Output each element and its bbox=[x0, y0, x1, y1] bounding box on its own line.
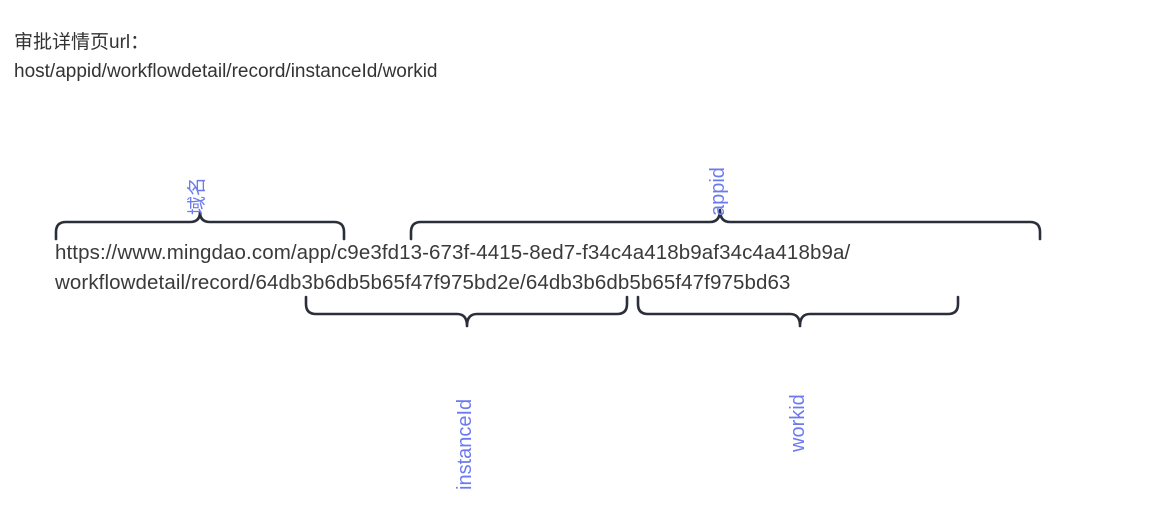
brace-domain bbox=[54, 210, 346, 241]
annotation-label-instance-id: instanceId bbox=[454, 398, 476, 490]
url-line-1: https://www.mingdao.com/app/c9e3fd13-673… bbox=[55, 241, 851, 264]
example-url: https://www.mingdao.com/app/c9e3fd13-673… bbox=[55, 238, 850, 298]
annotation-label-domain: 域名 bbox=[186, 176, 208, 215]
header-line-title: 审批详情页url： bbox=[14, 32, 150, 53]
header-line-pattern: host/appid/workflowdetail/record/instanc… bbox=[14, 61, 438, 82]
brace-instance-id bbox=[304, 295, 629, 328]
brace-workid bbox=[636, 295, 960, 328]
url-line-2: workflowdetail/record/64db3b6db5b65f47f9… bbox=[55, 271, 791, 294]
annotation-label-appid: appid bbox=[707, 167, 729, 216]
header-note: 审批详情页url： host/appid/workflowdetail/reco… bbox=[14, 28, 438, 86]
annotation-label-workid: workid bbox=[787, 394, 809, 452]
